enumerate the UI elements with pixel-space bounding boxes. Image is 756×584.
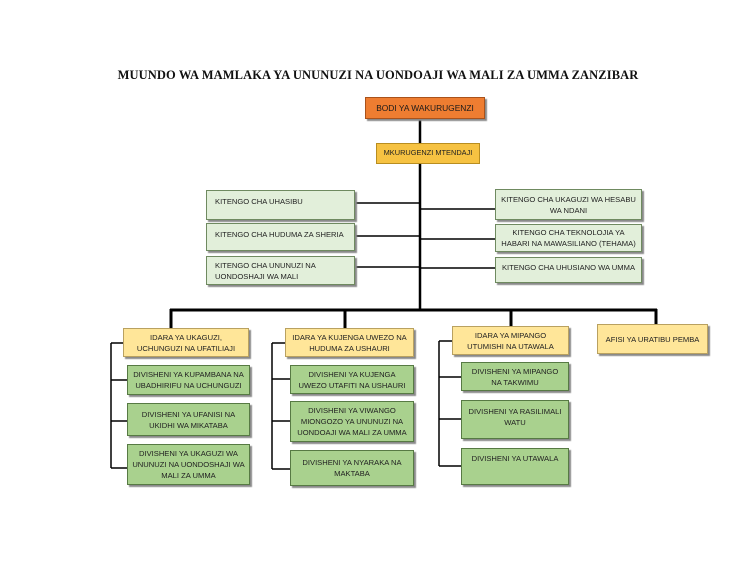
directorate-2: IDARA YA KUJENGA UWEZO NA HUDUMA ZA USHA…: [285, 328, 414, 357]
directorate-3: IDARA YA MIPANGO UTUMISHI NA UTAWALA: [452, 326, 569, 355]
unit-right-1: KITENGO CHA UKAGUZI WA HESABU WA NDANI: [495, 189, 642, 220]
directorate-4: AFISI YA URATIBU PEMBA: [597, 324, 708, 354]
director-box: MKURUGENZI MTENDAJI: [376, 143, 480, 164]
division-2-1: DIVISHENI YA KUJENGA UWEZO UTAFITI NA US…: [290, 365, 414, 394]
division-2-2: DIVISHENI YA VIWANGO MIONGOZO YA UNUNUZI…: [290, 401, 414, 442]
division-1-3: DIVISHENI YA UKAGUZI WA UNUNUZI NA UONDO…: [127, 444, 250, 485]
unit-left-1: KITENGO CHA UHASIBU: [206, 190, 355, 220]
division-3-1: DIVISHENI YA MIPANGO NA TAKWIMU: [461, 362, 569, 391]
chart-title: MUUNDO WA MAMLAKA YA UNUNUZI NA UONDOAJI…: [117, 68, 639, 82]
unit-left-2: KITENGO CHA HUDUMA ZA SHERIA: [206, 223, 355, 251]
directorate-1: IDARA YA UKAGUZI, UCHUNGUZI NA UFATILIAJ…: [123, 328, 249, 357]
unit-right-2: KITENGO CHA TEKNOLOJIA YA HABARI NA MAWA…: [495, 224, 642, 252]
division-1-1: DIVISHENI YA KUPAMBANA NA UBADHIRIFU NA …: [127, 365, 250, 395]
unit-left-3: KITENGO CHA UNUNUZI NA UONDOSHAJI WA MAL…: [206, 256, 355, 285]
division-2-3: DIVISHENI YA NYARAKA NA MAKTABA: [290, 450, 414, 486]
board-box: BODI YA WAKURUGENZI: [365, 97, 485, 119]
division-3-3: DIVISHENI YA UTAWALA: [461, 448, 569, 485]
division-3-2: DIVISHENI YA RASILIMALI WATU: [461, 400, 569, 439]
unit-right-3: KITENGO CHA UHUSIANO WA UMMA: [495, 257, 642, 283]
division-1-2: DIVISHENI YA UFANISI NA UKIDHI WA MIKATA…: [127, 403, 250, 436]
